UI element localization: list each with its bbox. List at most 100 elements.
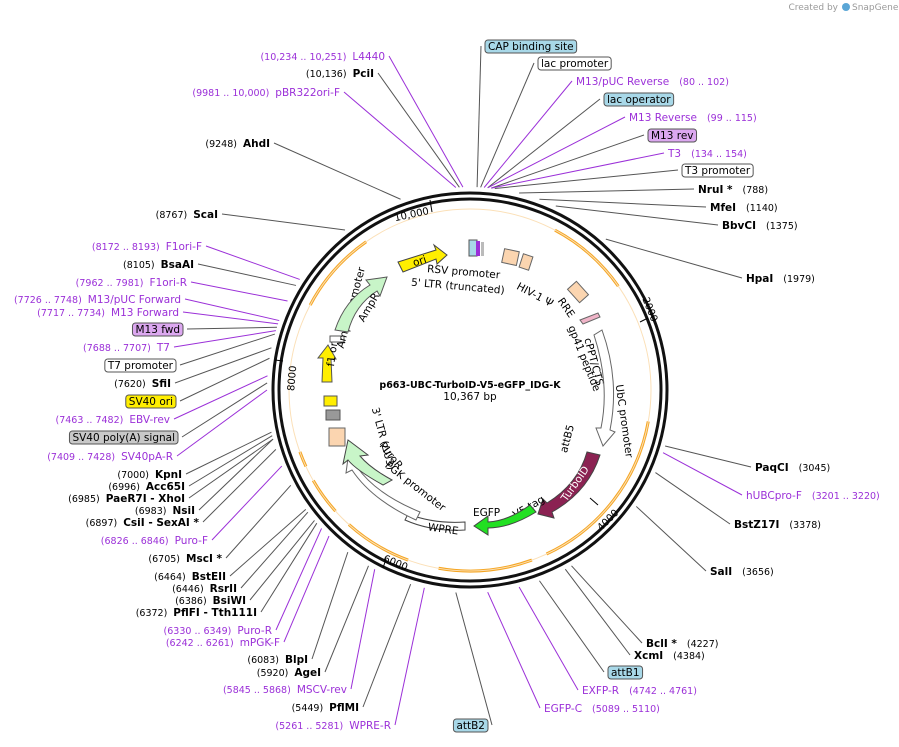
feature-name: L4440 xyxy=(352,51,385,63)
feature-name: AgeI xyxy=(294,667,321,679)
m13rev-band xyxy=(476,241,480,256)
feature-name: attB2 xyxy=(456,720,485,732)
feature-name: BstEII xyxy=(192,571,226,583)
leader-line xyxy=(173,375,268,420)
feature-coord: (1140) xyxy=(746,203,778,214)
leader-line xyxy=(394,587,425,726)
cap-site-band xyxy=(468,239,478,257)
feature-coord: (7726 .. 7748) xyxy=(14,295,82,306)
feature-coord: (6083) xyxy=(247,655,279,666)
feature-name: ScaI xyxy=(193,209,218,221)
feature-turboid: TurboID xyxy=(558,464,591,505)
feature-name: MSCV-rev xyxy=(297,684,347,696)
feature-coord: (8105) xyxy=(123,260,155,271)
feature-coord: (6985) xyxy=(68,494,100,505)
feature-name: EBV-rev xyxy=(129,414,170,426)
feature-coord: (5261 .. 5281) xyxy=(275,721,343,732)
label-hubcpro-f: hUBCpro-F(3201 .. 3220) xyxy=(746,490,880,502)
label-m13-puc-reverse: M13/pUC Reverse(80 .. 102) xyxy=(576,76,729,88)
puror-arrow xyxy=(342,439,394,486)
f1-ori-arrow xyxy=(316,344,337,383)
leader-line xyxy=(655,472,731,525)
leader-line xyxy=(188,438,274,499)
feature-box xyxy=(607,665,644,680)
leader-line xyxy=(539,580,605,673)
leader-line xyxy=(188,435,273,487)
feature-coord: (6372) xyxy=(136,608,168,619)
feature-name: AhdI xyxy=(243,138,270,150)
leader-line xyxy=(182,311,279,325)
leader-line xyxy=(491,152,665,189)
feature-name: BlpI xyxy=(285,654,308,666)
feature-hiv1-psi: HIV-1 Ψ xyxy=(514,281,555,310)
tick-6000 xyxy=(382,558,387,569)
feature-name: SV40pA-R xyxy=(121,451,173,463)
feature-name: M13/pUC Reverse xyxy=(576,76,669,88)
label-sv40pa-r: SV40pA-R(7409 .. 7428) xyxy=(47,451,173,463)
feature-coord: (5089 .. 5110) xyxy=(592,704,660,715)
leader-line xyxy=(605,238,743,279)
label-pflmi: PflMI(5449) xyxy=(292,702,359,714)
label-leader-lines xyxy=(173,45,752,726)
feature-name: PaeR7I - XhoI xyxy=(106,493,185,505)
feature-coord: (5920) xyxy=(257,668,289,679)
label-attb1: attB1 xyxy=(607,665,644,680)
feature-name: NruI * xyxy=(698,184,733,196)
tick-10000 xyxy=(429,199,433,213)
feature-ori: ori xyxy=(411,254,428,270)
leader-line xyxy=(564,568,631,656)
label-f1ori-r: F1ori-R(7962 .. 7981) xyxy=(76,277,187,289)
label-m13-puc-forward: M13/pUC Forward(7726 .. 7748) xyxy=(14,294,181,306)
feature-ticks-top xyxy=(468,239,484,257)
orange-feature-arcs xyxy=(288,208,652,573)
feature-coord: (1979) xyxy=(783,274,815,285)
sv40-polya-block xyxy=(325,409,341,421)
feature-box xyxy=(681,163,754,178)
leader-line xyxy=(455,592,493,726)
feature-name: attB1 xyxy=(611,667,640,679)
t3-band xyxy=(481,242,484,256)
label-sv40-ori: SV40 ori xyxy=(125,394,177,409)
feature-name: F1ori-R xyxy=(150,277,187,289)
leader-line xyxy=(174,347,272,384)
feature-box xyxy=(104,358,177,373)
feature-name: SalI xyxy=(710,566,732,578)
label-pflfi-tth111i: PflFI - Tth111I(6372) xyxy=(136,607,257,619)
tick-label-6000: 6000 xyxy=(381,554,409,574)
leader-line xyxy=(324,565,369,673)
feature-name: BsaAI xyxy=(161,259,194,271)
feature-name: M13 Forward xyxy=(111,307,179,319)
leader-line xyxy=(311,551,349,660)
leader-line xyxy=(173,330,276,348)
feature-name: mPGK-F xyxy=(240,637,280,649)
feature-name: SV40 poly(A) signal xyxy=(72,432,175,444)
label-lac-promoter: lac promoter xyxy=(537,56,612,71)
feature-coord: (10,136) xyxy=(306,69,347,80)
leader-line xyxy=(179,333,276,366)
label-scai: ScaI(8767) xyxy=(156,209,218,221)
feature-name: PaqCI xyxy=(755,462,789,474)
gp41-peptide-block xyxy=(579,312,601,325)
tick-8000 xyxy=(274,359,284,362)
feature-coord: (6464) xyxy=(154,572,186,583)
rre-block xyxy=(566,280,590,304)
feature-name: T7 xyxy=(156,342,170,354)
feature-name: CAP binding site xyxy=(488,41,574,53)
leader-line xyxy=(662,452,743,496)
label-csii-sexai: CsiI - SexAI *(6897) xyxy=(86,517,200,529)
rsv-promoter-block xyxy=(501,248,520,267)
leader-line xyxy=(283,535,330,643)
feature-box xyxy=(125,394,177,409)
feature-name: lac operator xyxy=(607,94,671,106)
feature-ubc-promoter: UbC promoter xyxy=(613,384,635,459)
feature-name: M13 fwd xyxy=(135,324,180,336)
leader-line xyxy=(487,592,541,709)
label-mscv-rev: MSCV-rev(5845 .. 5868) xyxy=(223,684,347,696)
label-bsiwi: BsiWI(6386) xyxy=(175,595,246,607)
leader-line xyxy=(555,205,719,226)
feature-coord: (788) xyxy=(743,185,769,196)
backbone-inner-ring xyxy=(277,197,663,583)
label-t3: T3(134 .. 154) xyxy=(667,148,747,160)
ampr-arrow xyxy=(334,276,388,333)
